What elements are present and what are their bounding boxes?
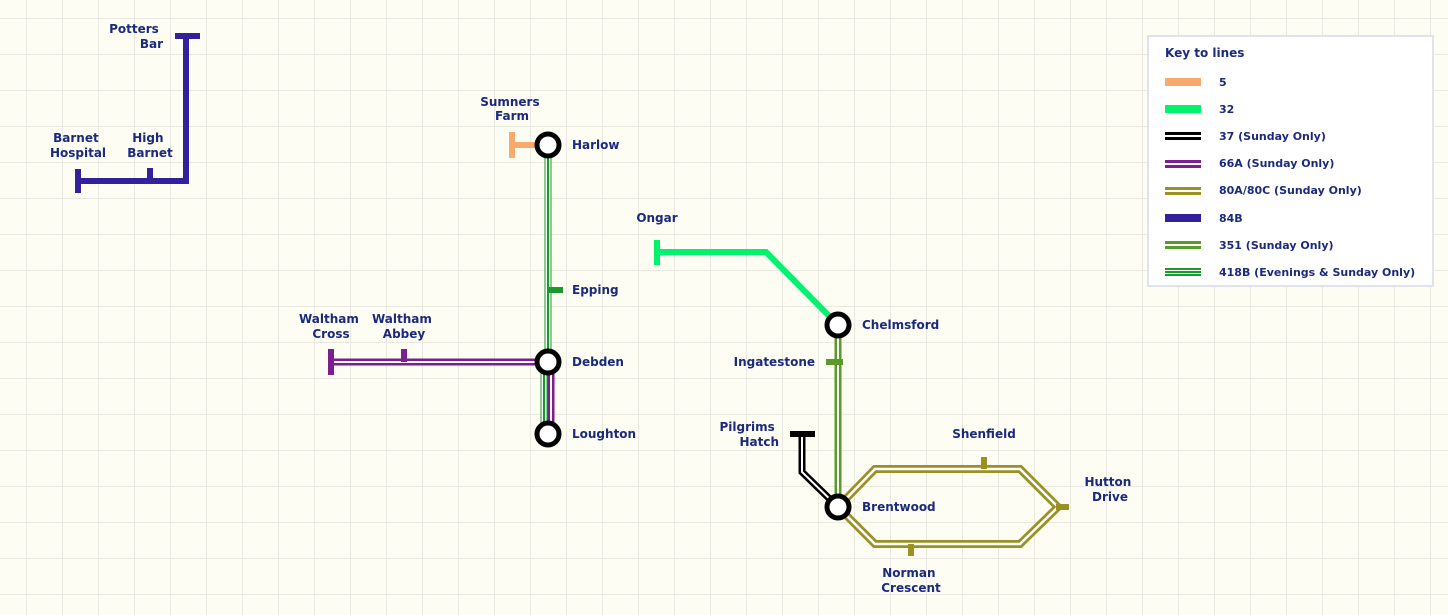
station-label-high-barnet[interactable]: High Barnet (127, 131, 173, 160)
legend: Key to lines 5 32 37 (Sunday Only) 66A (Sun… (1147, 35, 1434, 287)
station-label-ongar[interactable]: Ongar (636, 211, 677, 225)
line-32[interactable] (654, 240, 841, 328)
legend-item: 32 (1165, 102, 1234, 116)
label-line: Barnet (53, 131, 99, 145)
line-37[interactable] (790, 431, 841, 510)
station-label-waltham-abbey[interactable]: Waltham Abbey (372, 312, 436, 341)
station-loughton-marker[interactable] (534, 420, 562, 448)
legend-swatch (1165, 186, 1201, 195)
legend-item: 80A/80C (Sunday Only) (1165, 184, 1362, 198)
legend-label: 84B (1219, 211, 1243, 225)
legend-item: 66A (Sunday Only) (1165, 157, 1334, 171)
legend-label: 66A (Sunday Only) (1219, 157, 1335, 171)
label-line: Hospital (50, 146, 106, 160)
legend-label: 32 (1219, 102, 1235, 116)
station-label-chelmsford[interactable]: Chelmsford (862, 318, 939, 332)
interchange-stations (534, 131, 852, 521)
station-label-brentwood[interactable]: Brentwood (862, 500, 936, 514)
label-line: Hutton (1084, 475, 1131, 489)
station-label-loughton[interactable]: Loughton (572, 427, 636, 441)
station-label-potters-bar[interactable]: Potters Bar (109, 22, 163, 51)
legend-label: 351 (Sunday Only) (1219, 238, 1334, 252)
station-label-pilgrims-hatch[interactable]: Pilgrims Hatch (720, 420, 779, 449)
station-label-epping[interactable]: Epping (572, 283, 619, 297)
line-66a[interactable] (328, 349, 555, 434)
legend-item: 37 (Sunday Only) (1165, 129, 1326, 143)
legend-item: 351 (Sunday Only) (1165, 238, 1334, 252)
label-line: Abbey (383, 327, 426, 341)
station-label-ingatestone[interactable]: Ingatestone (734, 355, 815, 369)
label-line: Norman (882, 566, 935, 580)
station-label-waltham-cross[interactable]: Waltham Cross (299, 312, 363, 341)
legend-swatch (1165, 214, 1201, 222)
station-label-debden[interactable]: Debden (572, 355, 624, 369)
legend-label: 80A/80C (Sunday Only) (1219, 184, 1362, 198)
label-line: Pilgrims (720, 420, 775, 434)
legend-label: 5 (1219, 75, 1227, 89)
line-351[interactable] (826, 325, 843, 507)
station-label-sumners-farm[interactable]: Sumners Farm (480, 95, 544, 123)
legend-item: 5 (1165, 75, 1227, 89)
station-harlow-marker[interactable] (534, 131, 562, 159)
legend-swatch (1165, 268, 1201, 277)
station-label-norman-crescent[interactable]: Norman Crescent (881, 566, 941, 595)
line-84b[interactable] (75, 33, 200, 193)
label-line: Barnet (127, 146, 173, 160)
legend-item: 418B (Evenings & Sunday Only) (1165, 265, 1415, 279)
legend-swatch (1165, 78, 1201, 86)
station-chelmsford-marker[interactable] (824, 311, 852, 339)
station-label-barnet-hospital[interactable]: Barnet Hospital (50, 131, 106, 160)
legend-title: Key to lines (1165, 46, 1245, 60)
label-line: Crescent (881, 581, 941, 595)
label-line: Sumners (480, 95, 539, 109)
legend-label: 418B (Evenings & Sunday Only) (1219, 265, 1416, 279)
station-label-hutton-drive[interactable]: Hutton Drive (1084, 475, 1135, 504)
station-brentwood-marker[interactable] (824, 493, 852, 521)
legend-swatch (1165, 241, 1201, 250)
label-line: Waltham (299, 312, 359, 326)
label-line: Hatch (739, 435, 779, 449)
legend-swatch (1165, 105, 1201, 114)
station-label-shenfield[interactable]: Shenfield (952, 427, 1016, 441)
label-line: High (132, 131, 163, 145)
line-80a-80c[interactable] (832, 457, 1069, 556)
label-line: Drive (1092, 490, 1128, 504)
legend-swatch (1165, 159, 1201, 168)
station-debden-marker[interactable] (534, 348, 562, 376)
legend-swatch (1165, 132, 1201, 141)
label-line: Farm (495, 109, 529, 123)
label-line: Waltham (372, 312, 432, 326)
label-line: Bar (140, 37, 163, 51)
label-line: Cross (312, 327, 349, 341)
station-label-harlow[interactable]: Harlow (572, 138, 620, 152)
legend-item: 84B (1165, 211, 1243, 225)
label-line: Potters (109, 22, 159, 36)
legend-label: 37 (Sunday Only) (1219, 129, 1326, 143)
